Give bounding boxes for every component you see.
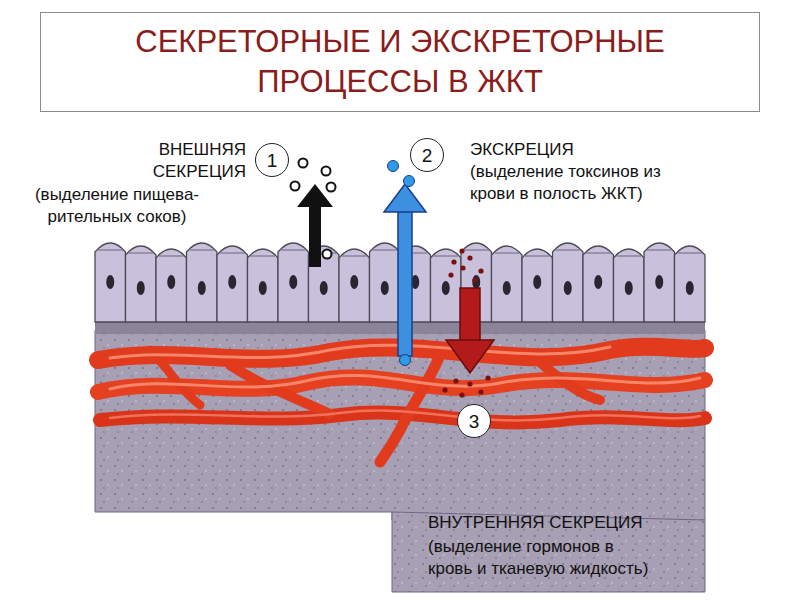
arrowhead (446, 340, 494, 373)
epithelial-cell (675, 246, 706, 322)
cell-nucleus (533, 275, 541, 289)
epithelial-cell (492, 246, 523, 322)
cell-nucleus (320, 281, 328, 295)
epithelial-cell (522, 249, 553, 322)
epithelial-cell (278, 243, 309, 322)
cell-nucleus (686, 281, 694, 295)
cell-nucleus (442, 281, 450, 295)
label: ЭКСКРЕЦИЯ (470, 139, 670, 161)
epithelial-cell (95, 243, 126, 322)
cell-nucleus (167, 275, 175, 289)
epithelial-cell (126, 246, 157, 322)
blood-vessels (98, 345, 705, 462)
secretion-dot (291, 182, 300, 191)
toxin-dot (400, 355, 411, 366)
cell-nucleus (503, 281, 511, 295)
vessel-highlight (110, 345, 610, 358)
brush-border (464, 250, 489, 251)
brush-border (647, 250, 672, 251)
epithelial-cell (187, 243, 218, 322)
callout-circle: 2 (410, 138, 444, 172)
brush-border (281, 250, 306, 251)
brush-border (190, 250, 215, 251)
brush-border (617, 256, 642, 257)
brush-border (586, 253, 611, 254)
callout-number: 3 (469, 412, 480, 431)
vessel-highlight (110, 375, 700, 389)
brush-border (373, 250, 398, 251)
brush-border (525, 256, 550, 257)
cell-nucleus (472, 275, 480, 289)
epithelial-cell (217, 246, 248, 322)
brush-border (495, 253, 520, 254)
secretion-dot (327, 183, 336, 192)
cell-nucleus (137, 281, 145, 295)
epithelial-cell (370, 243, 401, 322)
arrow-shaft (309, 205, 321, 267)
brush-border (98, 250, 123, 251)
cell-nucleus (381, 281, 389, 295)
brush-border (220, 253, 245, 254)
vessel (380, 355, 440, 462)
cell-nucleus (289, 275, 297, 289)
title-box: СЕКРЕТОРНЫЕ И ЭКСКРЕТОРНЫЕ ПРОЦЕССЫ В ЖК… (40, 12, 760, 112)
arrow-shaft (398, 210, 412, 356)
epithelial-cell (553, 243, 584, 322)
callout-circle: 3 (457, 404, 491, 438)
cell-nucleus (259, 281, 267, 295)
cell-nucleus (655, 275, 663, 289)
title: СЕКРЕТОРНЫЕ И ЭКСКРЕТОРНЫЕ ПРОЦЕССЫ В ЖК… (101, 22, 699, 102)
brush-border (434, 256, 459, 257)
vessel (150, 350, 200, 405)
label: (выделение пищева- рительных соков) (14, 184, 220, 228)
epithelial-cell (583, 246, 614, 322)
brush-border (678, 253, 703, 254)
epithelial-cell (431, 249, 462, 322)
vessel (540, 362, 600, 400)
arrowhead (384, 184, 426, 212)
brush-border (129, 253, 154, 254)
cell-nucleus (350, 275, 358, 289)
epithelial-cell (614, 249, 645, 322)
arrow-shaft (460, 288, 480, 342)
secretion-dot (299, 159, 308, 168)
connective-tissue (95, 330, 705, 520)
vessel-highlight (110, 411, 700, 421)
cell-nucleus (625, 281, 633, 295)
label: ВНУТРЕННЯЯ СЕКРЕЦИЯ (428, 512, 768, 534)
callout-number: 2 (422, 146, 433, 165)
toxin-dot (388, 161, 399, 172)
brush-border (159, 256, 184, 257)
cell-nucleus (564, 281, 572, 295)
cell-nucleus (198, 281, 206, 295)
brush-border (342, 256, 367, 257)
cell-nucleus (106, 275, 114, 289)
toxin-dot (404, 176, 415, 187)
arrow-secretion (291, 159, 336, 268)
secretion-dot (323, 250, 332, 259)
callout-number: 1 (267, 151, 278, 170)
epithelial-cell (339, 249, 370, 322)
brush-border (251, 256, 276, 257)
label: (выделение токсинов из крови в полость Ж… (470, 161, 710, 205)
vessel (230, 365, 330, 414)
label: ВНЕШНЯЯ СЕКРЕЦИЯ (130, 139, 246, 183)
epithelial-cell (248, 249, 279, 322)
callout-circle: 1 (255, 143, 289, 177)
epithelial-cell (156, 249, 187, 322)
label: (выделение гормонов в кровь и тканевую ж… (428, 536, 688, 580)
arrow-internal-secretion (442, 248, 494, 397)
hormone-dots (442, 248, 490, 397)
brush-border (556, 250, 581, 251)
arrow-excretion (384, 161, 426, 366)
epithelial-cell (644, 243, 675, 322)
secretion-dot (322, 167, 331, 176)
cell-nucleus (594, 275, 602, 289)
cell-nucleus (228, 275, 236, 289)
